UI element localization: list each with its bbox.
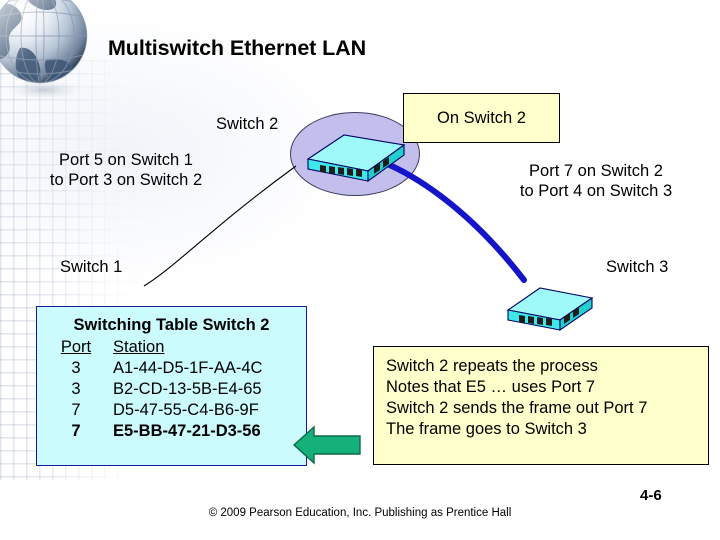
copyright-notice: © 2009 Pearson Education, Inc. Publishin…	[208, 507, 512, 519]
thin-trunk-line	[143, 165, 297, 287]
cell-station: A1-44-D5-1F-AA-4C	[113, 359, 263, 377]
switching-table-title: Switching Table Switch 2	[73, 316, 270, 334]
globe-icon	[0, 0, 102, 106]
column-header-port: Port	[60, 338, 92, 356]
callout-on-switch2-text: On Switch 2	[437, 108, 526, 127]
switch1-label: Switch 1	[60, 258, 123, 276]
network-switch-icon	[506, 287, 594, 332]
switching-table-switch2: Switching Table Switch 2 Port Station 3 …	[36, 306, 307, 466]
green-left-arrow-icon	[292, 425, 361, 465]
page-number: 4-6	[640, 487, 662, 504]
cell-station: D5-47-55-C4-B6-9F	[113, 401, 259, 419]
callout-on-switch2: On Switch 2	[403, 93, 560, 143]
slide-title: Multiswitch Ethernet LAN	[108, 36, 366, 60]
table-row: 7 D5-47-55-C4-B6-9F	[39, 400, 297, 421]
process-line-3: Switch 2 sends the frame out Port 7	[386, 399, 648, 417]
cell-station: E5-BB-47-21-D3-56	[113, 422, 261, 440]
trunk-right-label-line1: Port 7 on Switch 2	[529, 162, 663, 180]
cell-port: 7	[71, 422, 81, 440]
table-row-highlighted: 7 E5-BB-47-21-D3-56	[39, 421, 297, 442]
switching-table-header-row: Port Station	[39, 337, 297, 358]
switching-table-grid: Port Station 3 A1-44-D5-1F-AA-4C 3 B2-CD…	[39, 337, 297, 442]
network-switch-icon	[306, 134, 406, 183]
callout-process: Switch 2 repeats the process Notes that …	[373, 346, 709, 465]
trunk-right-label-line2: to Port 4 on Switch 3	[519, 182, 673, 200]
cell-port: 7	[71, 401, 81, 419]
cell-port: 3	[71, 380, 81, 398]
cell-station: B2-CD-13-5B-E4-65	[113, 380, 262, 398]
process-line-1: Switch 2 repeats the process	[386, 357, 598, 375]
process-line-2: Notes that E5 … uses Port 7	[386, 378, 596, 396]
table-row: 3 B2-CD-13-5B-E4-65	[39, 379, 297, 400]
switch2-label: Switch 2	[216, 115, 279, 133]
column-header-station: Station	[113, 338, 165, 356]
table-row: 3 A1-44-D5-1F-AA-4C	[39, 358, 297, 379]
switch3-label: Switch 3	[606, 258, 669, 276]
trunk-left-label-line2: to Port 3 on Switch 2	[49, 171, 203, 189]
cell-port: 3	[71, 359, 81, 377]
process-line-4: The frame goes to Switch 3	[386, 420, 587, 438]
trunk-left-label-line1: Port 5 on Switch 1	[59, 151, 193, 169]
